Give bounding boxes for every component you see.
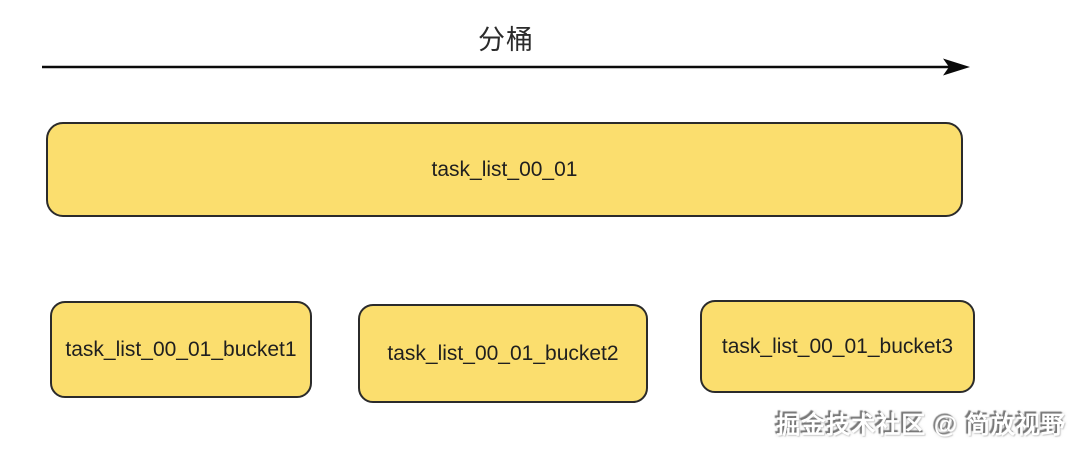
node-bucket-2-label: task_list_00_01_bucket2 xyxy=(387,341,619,365)
diagram-title: 分桶 xyxy=(478,25,534,55)
node-bucket-3: task_list_00_01_bucket3 xyxy=(700,300,975,393)
node-task-list-label: task_list_00_01 xyxy=(431,157,578,181)
node-task-list: task_list_00_01 xyxy=(46,122,963,217)
arrow-head-icon xyxy=(943,58,970,76)
node-bucket-2: task_list_00_01_bucket2 xyxy=(358,304,648,403)
node-bucket-1-label: task_list_00_01_bucket1 xyxy=(65,337,297,361)
node-bucket-1: task_list_00_01_bucket1 xyxy=(50,301,312,398)
bucketing-direction-arrow xyxy=(42,58,970,76)
node-bucket-3-label: task_list_00_01_bucket3 xyxy=(721,334,954,358)
watermark: 掘金技术社区 @ 简放视野 xyxy=(776,412,1066,439)
